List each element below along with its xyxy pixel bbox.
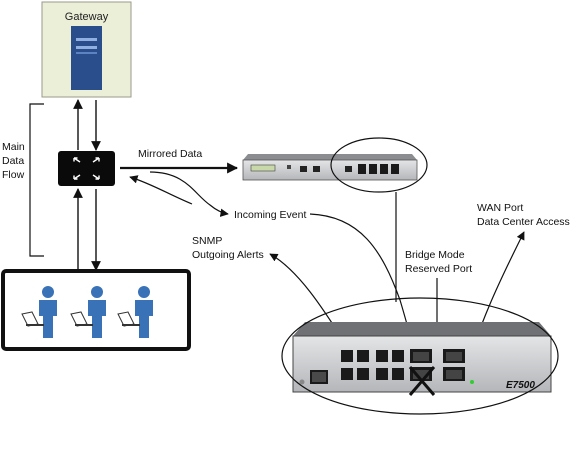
wan-port-label: WAN Port [477,202,523,214]
reserved-port-label: Reserved Port [405,263,472,275]
snmp-label: SNMP [192,235,222,247]
incoming-event-arrow [149,171,229,217]
mirrored-data-label: Mirrored Data [138,148,202,160]
incoming-event-label: Incoming Event [234,209,306,221]
port-highlight-large [281,297,559,415]
user-icon [70,286,106,338]
gateway-label: Gateway [65,11,109,23]
gateway-node: Gateway [41,1,132,98]
switch-node [58,151,115,186]
reserved-port-cross-icon [408,366,436,396]
server-icon [71,26,102,90]
switch-arrows-icon [73,157,100,180]
main-flow-bracket [29,103,44,257]
main-flow-label-3: Flow [2,169,25,181]
port-highlight-small [330,137,428,193]
snmp-return-curve [129,175,193,205]
appliance-model-label: E7500 [506,380,535,391]
appliance-small [242,154,418,181]
outgoing-alerts-label: Outgoing Alerts [192,249,264,261]
bridge-mode-label: Bridge Mode [405,249,465,261]
appliance-large: E7500 [292,322,552,393]
user-icon [21,286,57,338]
data-center-access-label: Data Center Access [477,216,570,228]
main-flow-label-1: Main [2,141,25,153]
main-flow-label-2: Data [2,155,24,167]
user-icon [117,286,153,338]
users-node [1,269,191,351]
